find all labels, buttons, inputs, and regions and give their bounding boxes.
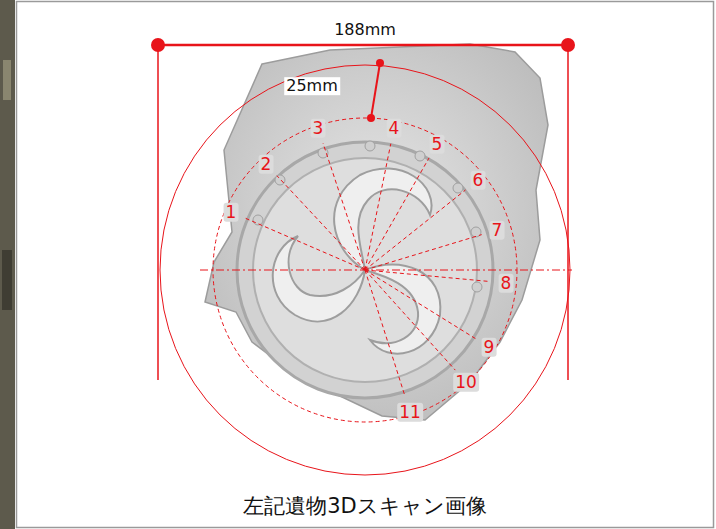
dimension-text: 188mm — [332, 21, 398, 39]
callout-number: 5 — [430, 135, 445, 154]
roof-tile — [205, 44, 548, 420]
caption: 左記遺物3Dスキャン画像 — [243, 492, 487, 520]
radial-line — [365, 235, 482, 270]
radial-line — [323, 143, 365, 270]
callout-number: 10 — [453, 373, 479, 392]
tile-bead — [253, 141, 482, 292]
photo-strip — [0, 0, 15, 529]
callout-number: 9 — [482, 338, 497, 357]
photo-strip — [3, 60, 11, 100]
radial-line — [277, 176, 365, 270]
callout-number: 4 — [387, 119, 402, 138]
callout-number: 8 — [499, 274, 514, 293]
callout-number: 6 — [471, 171, 486, 190]
radial-line — [365, 270, 455, 370]
radial-line — [365, 270, 490, 282]
radial-line — [365, 270, 475, 339]
dimension-dots — [151, 38, 575, 122]
panel-frame — [17, 2, 714, 528]
radial-lines — [246, 143, 490, 397]
radial-line — [246, 218, 365, 270]
radial-line — [365, 270, 405, 397]
radial-line — [365, 190, 465, 270]
dimension-text: 25mm — [284, 77, 340, 95]
callout-number: 11 — [397, 403, 423, 422]
callout-number: 1 — [224, 203, 239, 222]
dimension-lines — [158, 45, 572, 475]
radial-line — [365, 144, 391, 270]
callout-number: 3 — [311, 119, 326, 138]
callout-number: 7 — [490, 221, 505, 240]
photo-strip — [2, 250, 12, 310]
tomoe-pattern — [273, 169, 441, 354]
callout-number: 2 — [259, 155, 274, 174]
